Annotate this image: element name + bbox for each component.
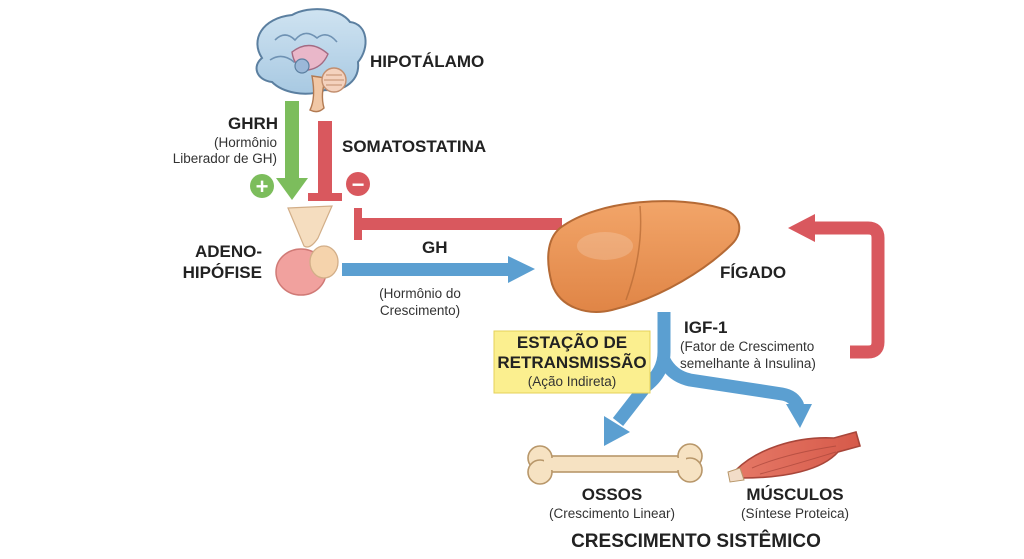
relay-title-1: ESTAÇÃO DE bbox=[517, 332, 627, 352]
plus-icon: + bbox=[250, 174, 274, 199]
muscle-icon bbox=[727, 431, 861, 483]
systemic-growth-title: CRESCIMENTO SISTÊMICO bbox=[571, 530, 821, 552]
somatostatin-inhibit-bar bbox=[308, 121, 342, 201]
brain-icon bbox=[255, 8, 367, 113]
gh-title: GH bbox=[422, 238, 448, 257]
bone-icon bbox=[527, 443, 703, 485]
relay-subtitle: (Ação Indireta) bbox=[528, 374, 617, 389]
relay-title-2: RETRANSMISSÃO bbox=[497, 352, 646, 372]
muscles-subtitle: (Síntese Proteica) bbox=[741, 506, 849, 521]
igf1-feedback-arrow bbox=[788, 214, 885, 359]
minus-icon: − bbox=[346, 172, 370, 197]
igf1-subtitle-2: semelhante à Insulina) bbox=[680, 356, 816, 371]
liver-feedback-inhibit-bar bbox=[354, 208, 562, 240]
relay-station-box bbox=[493, 330, 651, 394]
minus-sign: − bbox=[352, 172, 365, 197]
gh-subtitle-2: Crescimento) bbox=[380, 303, 460, 318]
pituitary-label-1: ADENO- bbox=[195, 242, 262, 261]
ghrh-subtitle-2: Liberador de GH) bbox=[173, 151, 277, 166]
ghrh-stimulate-arrow bbox=[276, 101, 308, 200]
ghrh-subtitle-1: (Hormônio bbox=[214, 135, 277, 150]
muscles-title: MÚSCULOS bbox=[746, 485, 843, 504]
pituitary-icon bbox=[275, 205, 339, 296]
somatostatin-label: SOMATOSTATINA bbox=[342, 137, 486, 156]
bones-subtitle: (Crescimento Linear) bbox=[549, 506, 675, 521]
ghrh-title: GHRH bbox=[228, 114, 278, 133]
hypothalamus-label: HIPOTÁLAMO bbox=[370, 52, 484, 71]
plus-sign: + bbox=[256, 174, 269, 199]
gh-arrow bbox=[342, 256, 535, 283]
igf1-subtitle-1: (Fator de Crescimento bbox=[680, 339, 814, 354]
pituitary-label-2: HIPÓFISE bbox=[183, 263, 262, 282]
bones-title: OSSOS bbox=[582, 485, 642, 504]
igf1-title: IGF-1 bbox=[684, 318, 727, 337]
liver-icon bbox=[547, 200, 741, 313]
liver-label: FÍGADO bbox=[720, 263, 786, 282]
gh-subtitle-1: (Hormônio do bbox=[379, 286, 461, 301]
